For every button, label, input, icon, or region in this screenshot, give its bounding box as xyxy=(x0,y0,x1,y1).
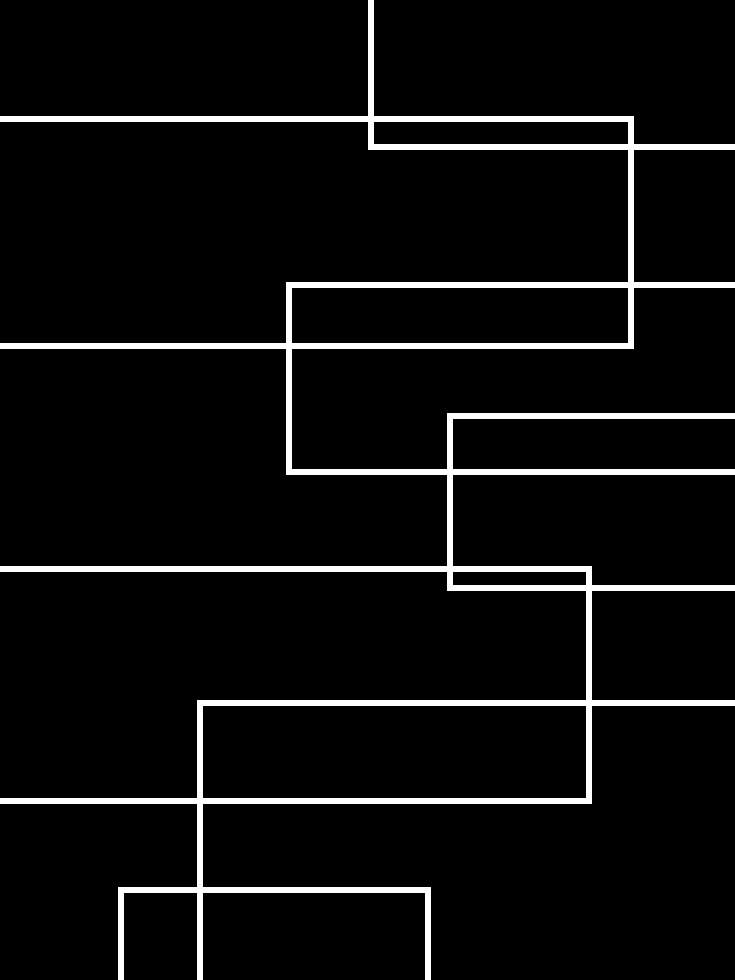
line-shape-3 xyxy=(286,282,735,475)
line-shape-1 xyxy=(368,0,735,150)
line-shape-2 xyxy=(0,116,634,349)
line-shape-7 xyxy=(118,887,431,980)
line-shape-5 xyxy=(0,566,592,804)
line-shape-4 xyxy=(447,413,735,591)
